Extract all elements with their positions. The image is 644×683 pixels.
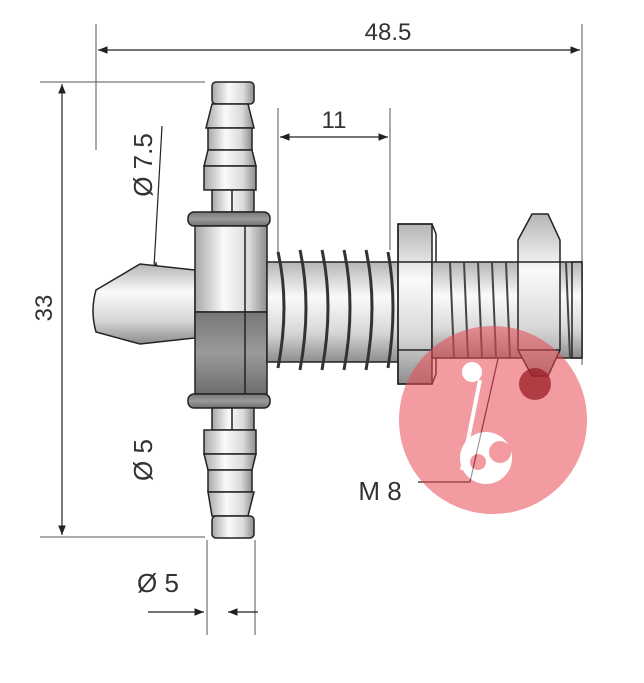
- spring-length-label: 11: [322, 107, 347, 134]
- barb-diameter-horizontal-label: Ø 5: [137, 568, 179, 598]
- bottom-o-ring: [187, 393, 271, 409]
- rod-end: [571, 261, 583, 359]
- top-barb: [203, 81, 257, 213]
- barb-diameter-vertical-label: Ø 5: [128, 439, 158, 481]
- nozzle-tip: [92, 263, 196, 345]
- tip-diameter-leader: [152, 125, 163, 286]
- height-label: 33: [31, 295, 58, 322]
- robot-logo-watermark: [399, 326, 587, 514]
- watermark-accent-dot: [519, 368, 551, 400]
- overall-length-label: 48.5: [365, 19, 412, 46]
- bottom-barb: [203, 407, 257, 539]
- tee-body-lower: [194, 311, 268, 395]
- fitting-assembly: [92, 81, 583, 539]
- tee-body-upper: [194, 225, 268, 313]
- spring-shaft: [266, 261, 403, 363]
- thread-label: M 8: [358, 476, 401, 506]
- top-o-ring: [187, 211, 271, 227]
- tip-diameter-label: Ø 7.5: [128, 133, 158, 197]
- spring: [276, 249, 395, 371]
